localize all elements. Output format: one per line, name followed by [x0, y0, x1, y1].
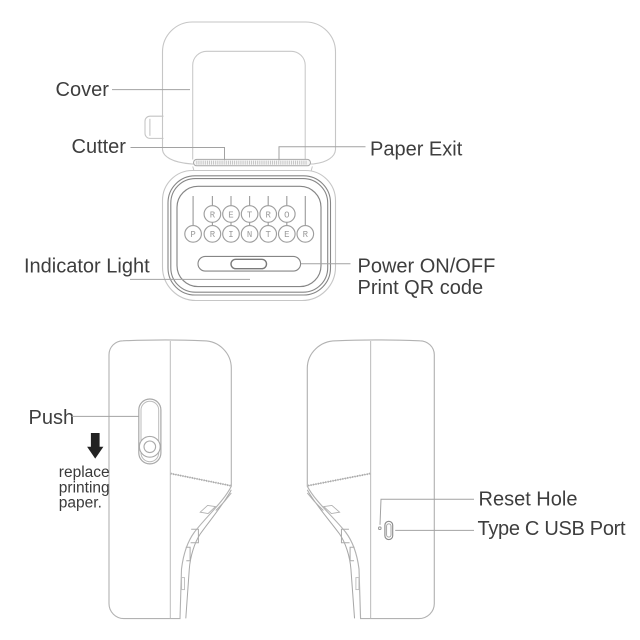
- power-label-line1: Power ON/OFF: [358, 256, 496, 278]
- power-button: [230, 258, 268, 270]
- face-panel: [176, 185, 322, 288]
- usb-c-port: [384, 520, 394, 541]
- typewriter-key: [259, 205, 278, 223]
- cutter-strip: [193, 158, 311, 167]
- reset-hole: [378, 526, 382, 531]
- push-label: Push: [29, 407, 75, 429]
- side-step-notch-1: [190, 528, 199, 544]
- typewriter-key: [222, 225, 240, 243]
- side-silhouette: [108, 339, 232, 620]
- typewriter-key: [184, 225, 202, 243]
- side-view-body: [108, 339, 232, 620]
- printer-upper-body: [161, 21, 337, 165]
- printer-lower-body: [161, 169, 337, 302]
- key-letter: E: [284, 230, 289, 240]
- printer-cover-inner-edge: [192, 50, 306, 160]
- left-side-view: Push replace printing paper.: [29, 398, 162, 512]
- front-view-labels: Cover Cutter Paper Exit Indicator Light …: [24, 79, 495, 299]
- replace-note-line2: printing: [59, 479, 110, 496]
- push-button: [138, 398, 162, 465]
- side-foot: [181, 577, 185, 591]
- typewriter-key: [296, 225, 315, 243]
- side-step-notch-2: [185, 546, 191, 562]
- face-bezel-outer: [167, 175, 332, 296]
- usb-port-label: Type C USB Port: [478, 518, 627, 540]
- key-row-printer: P R I N T E R: [184, 225, 315, 243]
- cover-latch-tab: [144, 115, 164, 139]
- cover-label: Cover: [56, 79, 110, 101]
- typewriter-key: [203, 205, 222, 223]
- typewriter-key: [277, 205, 296, 223]
- key-letter: R: [210, 230, 216, 240]
- side-front-inner-edge: [185, 489, 232, 619]
- key-letter: E: [228, 210, 233, 220]
- typewriter-key: [222, 205, 240, 223]
- indicator-light-label: Indicator Light: [24, 255, 150, 277]
- reset-hole-label: Reset Hole: [479, 488, 578, 510]
- down-arrow-icon: [87, 433, 104, 459]
- cutter-label: Cutter: [72, 136, 127, 158]
- cutter-leader-line: [130, 147, 225, 161]
- front-view: R E T R O P R I N T E R: [144, 21, 337, 302]
- paper-exit-label: Paper Exit: [370, 139, 463, 161]
- replace-note-line1: replace: [59, 464, 110, 481]
- paper-exit-leader-line: [278, 146, 366, 161]
- key-letter: R: [265, 210, 271, 220]
- key-letter: T: [265, 230, 271, 240]
- key-letter: I: [228, 230, 233, 240]
- key-letter: N: [247, 230, 252, 240]
- side-cutter-seam-hatch: [170, 472, 232, 487]
- key-letter: P: [190, 230, 195, 240]
- right-side-view: Reset Hole Type C USB Port: [378, 488, 627, 541]
- face-bezel-inner: [170, 178, 329, 293]
- key-letter: O: [284, 210, 289, 220]
- key-letter: R: [303, 230, 309, 240]
- side-cover-lip-tab: [199, 504, 217, 515]
- key-row-retro: R E T R O: [203, 205, 296, 223]
- side-cover-edge-line: [215, 492, 232, 511]
- typewriter-key: [259, 225, 278, 243]
- paper-exit-lip-left: [192, 166, 195, 171]
- replace-note-line3: paper.: [59, 495, 102, 512]
- paper-exit-lip-right: [310, 166, 313, 171]
- key-letter: R: [210, 210, 216, 220]
- key-letter: T: [247, 210, 253, 220]
- typewriter-key: [240, 225, 259, 243]
- side-view-right-body: [306, 338, 436, 620]
- typewriter-key: [277, 225, 296, 243]
- power-button-slot: [197, 255, 302, 272]
- typewriter-key: [240, 205, 259, 223]
- typewriter-key: [203, 225, 222, 243]
- side-cutter-seam: [170, 473, 232, 487]
- reset-hole-leader-line: [379, 498, 474, 525]
- power-label-line2: Print QR code: [358, 277, 484, 299]
